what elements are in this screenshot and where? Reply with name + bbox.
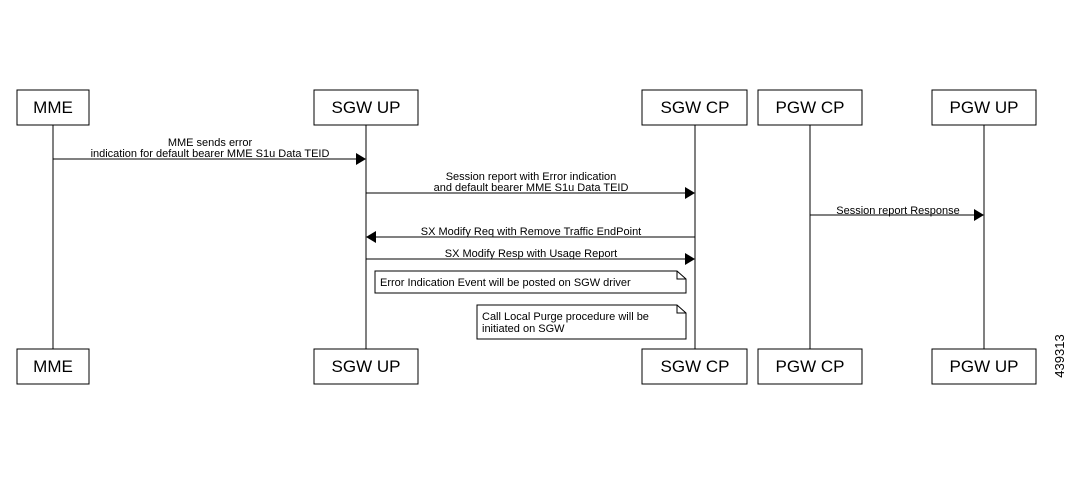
figure-id: 439313 — [1052, 334, 1067, 377]
participant-label: PGW CP — [776, 98, 845, 117]
participant-label: PGW UP — [950, 98, 1019, 117]
message-sx-modify-req: SX Modify Req with Remove Traffic EndPoi… — [366, 226, 695, 243]
participant-pgw-up-top: PGW UP — [931, 89, 1037, 126]
message-label: SX Modify Resp with Usage Report — [445, 248, 617, 260]
message-label: SX Modify Req with Remove Traffic EndPoi… — [421, 226, 642, 238]
message-label: and default bearer MME S1u Data TEID — [434, 182, 629, 194]
note-local-purge: Call Local Purge procedure will be initi… — [476, 304, 687, 340]
message-error-indication: MME sends error indication for default b… — [53, 137, 366, 165]
message-label: Session report with Error indication — [446, 171, 617, 183]
participant-label: PGW CP — [776, 357, 845, 376]
participant-sgw-up-top: SGW UP — [313, 89, 419, 126]
participant-label: PGW UP — [950, 357, 1019, 376]
participant-label: MME — [33, 357, 73, 376]
message-session-report-response: Session report Response — [810, 205, 984, 221]
message-label: indication for default bearer MME S1u Da… — [91, 148, 330, 160]
arrowhead-right — [356, 153, 366, 165]
note-error-indication-event: Error Indication Event will be posted on… — [374, 270, 687, 294]
message-sx-modify-resp: SX Modify Resp with Usage Report — [366, 248, 695, 265]
participant-label: SGW UP — [332, 98, 401, 117]
participant-label: MME — [33, 98, 73, 117]
note-text: initiated on SGW — [482, 323, 565, 335]
participant-label: SGW CP — [661, 98, 730, 117]
arrowhead-right — [685, 187, 695, 199]
note-text: Call Local Purge procedure will be — [482, 311, 649, 323]
participant-label: SGW CP — [661, 357, 730, 376]
participant-sgw-cp-top: SGW CP — [641, 89, 748, 126]
participant-pgw-cp-bottom: PGW CP — [757, 348, 863, 385]
participant-mme-bottom: MME — [16, 348, 90, 385]
participant-label: SGW UP — [332, 357, 401, 376]
message-label: Session report Response — [836, 205, 960, 217]
arrowhead-left — [366, 231, 376, 243]
arrowhead-right — [685, 253, 695, 265]
message-session-report: Session report with Error indication and… — [366, 171, 695, 199]
participant-sgw-cp-bottom: SGW CP — [641, 348, 748, 385]
arrowhead-right — [974, 209, 984, 221]
participant-pgw-cp-top: PGW CP — [757, 89, 863, 126]
message-label: MME sends error — [168, 137, 253, 149]
participant-pgw-up-bottom: PGW UP — [931, 348, 1037, 385]
participant-mme-top: MME — [16, 89, 90, 126]
note-text: Error Indication Event will be posted on… — [380, 277, 631, 289]
participant-sgw-up-bottom: SGW UP — [313, 348, 419, 385]
